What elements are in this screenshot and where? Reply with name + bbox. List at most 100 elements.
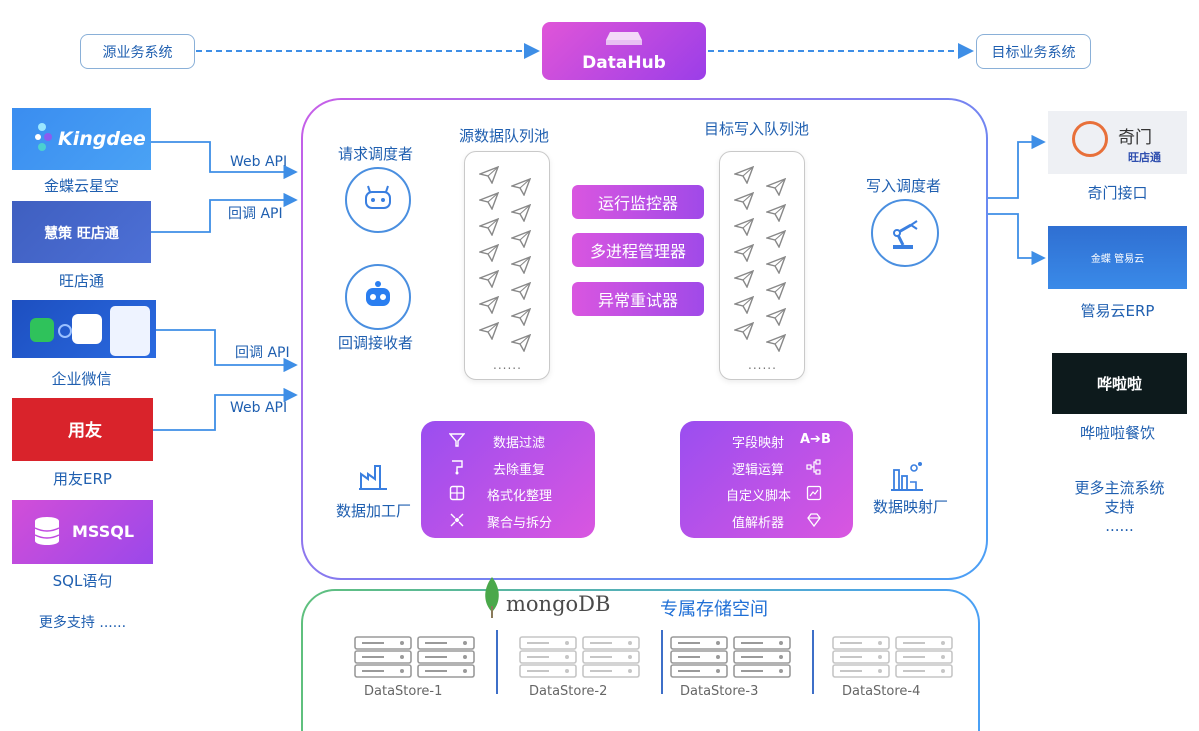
paper-plane-icon bbox=[764, 255, 787, 275]
datastore-label: DataStore-2 bbox=[529, 684, 608, 699]
datastore-label: DataStore-1 bbox=[364, 684, 443, 699]
wecom-label: 企业微信 bbox=[51, 370, 112, 388]
paper-plane-icon bbox=[732, 243, 755, 263]
sql-label: SQL语句 bbox=[52, 572, 113, 590]
store-divider bbox=[661, 630, 663, 694]
wangdiantong-label: 旺店通 bbox=[58, 272, 104, 290]
server-rack-icon bbox=[519, 636, 577, 680]
mongodb-brand: mongoDB bbox=[506, 592, 611, 616]
wangdiantong-logo-text: 慧策 旺店通 bbox=[44, 226, 119, 242]
hualala-logo-text: 哗啦啦 bbox=[1096, 375, 1142, 393]
paper-plane-icon bbox=[509, 177, 532, 197]
paper-plane-icon bbox=[477, 295, 500, 315]
write-scheduler-label: 写入调度者 bbox=[866, 177, 942, 195]
server-rack-icon bbox=[582, 636, 640, 680]
kingdee-logo-text: Kingdee bbox=[58, 128, 146, 150]
guanyiyun-logo-text: 金蝶 管易云 bbox=[1090, 254, 1145, 265]
paper-plane-icon bbox=[477, 217, 500, 237]
phone-mockup bbox=[110, 306, 150, 356]
wangdiantong-logo: 慧策 旺店通 bbox=[12, 201, 151, 263]
wechat-icon bbox=[30, 318, 54, 342]
robot-arm-icon bbox=[871, 199, 939, 267]
qimen-label: 奇门接口 bbox=[1087, 184, 1148, 202]
paper-plane-icon bbox=[732, 295, 755, 315]
paper-plane-icon bbox=[477, 165, 500, 185]
left-more-label: 更多支持 ...... bbox=[38, 615, 127, 631]
server-rack-icon bbox=[895, 636, 953, 680]
server-rack-icon bbox=[733, 636, 791, 680]
api-label-yonyou: Web API bbox=[230, 400, 288, 416]
paper-plane-icon bbox=[764, 333, 787, 353]
qimen-logo: 奇门 旺店通 bbox=[1048, 111, 1187, 174]
field-mapping-icon: A➔B bbox=[800, 432, 831, 447]
guanyiyun-logo: 金蝶 管易云 bbox=[1048, 226, 1187, 289]
source-queue: ...... bbox=[464, 151, 550, 380]
server-icon bbox=[606, 32, 642, 45]
kingdee-dots-icon bbox=[35, 123, 52, 151]
datastore-label: DataStore-4 bbox=[842, 684, 921, 699]
api-label-wecom: 回调 API bbox=[235, 345, 290, 361]
paper-plane-icon bbox=[732, 217, 755, 237]
robot-head-icon bbox=[345, 264, 411, 330]
paper-plane-icon bbox=[732, 269, 755, 289]
request-scheduler-label: 请求调度者 bbox=[338, 145, 414, 163]
run-monitor-button: 运行监控器 bbox=[572, 185, 704, 219]
mapping-op-script: 自定义脚本 bbox=[726, 489, 792, 504]
right-more-label: 更多主流系统 支持 ...... bbox=[1074, 479, 1165, 535]
wecom-icon bbox=[72, 314, 102, 344]
mapping-factory-label: 数据映射厂 bbox=[873, 498, 949, 516]
guanyiyun-label: 管易云ERP bbox=[1080, 302, 1155, 320]
processing-op-merge: 聚合与拆分 bbox=[487, 516, 553, 531]
server-rack-icon bbox=[832, 636, 890, 680]
qimen-sub-logo: 旺店通 bbox=[1128, 151, 1161, 164]
kingdee-logo: Kingdee bbox=[12, 108, 151, 170]
kingdee-label: 金蝶云星空 bbox=[43, 177, 119, 195]
factory-icon bbox=[359, 465, 387, 490]
yonyou-logo: 用友 bbox=[12, 398, 153, 461]
database-icon bbox=[34, 517, 60, 545]
mongodb-leaf-icon bbox=[485, 577, 499, 618]
logic-tree-icon bbox=[806, 459, 821, 475]
mssql-logo: MSSQL bbox=[12, 500, 153, 564]
target-queue-label: 目标写入队列池 bbox=[704, 120, 810, 138]
source-system-box: 源业务系统 bbox=[80, 34, 195, 69]
mapping-op-value-parser: 值解析器 bbox=[732, 516, 785, 531]
yonyou-label: 用友ERP bbox=[53, 470, 112, 488]
paper-plane-icon bbox=[477, 243, 500, 263]
link-icon bbox=[58, 324, 72, 338]
qimen-logo-text: 奇门 bbox=[1118, 128, 1152, 148]
filter-icon bbox=[449, 433, 465, 447]
paper-plane-icon bbox=[764, 229, 787, 249]
storage-title: 专属存储空间 bbox=[660, 599, 768, 620]
factory-sensor-icon bbox=[891, 462, 923, 491]
paper-plane-icon bbox=[509, 333, 532, 353]
processing-op-dedupe: 去除重复 bbox=[493, 463, 546, 478]
target-queue: ...... bbox=[719, 151, 805, 380]
server-rack-icon bbox=[417, 636, 475, 680]
paper-plane-icon bbox=[764, 281, 787, 301]
main-frame bbox=[301, 98, 988, 580]
robot-icon bbox=[345, 167, 411, 233]
diamond-icon bbox=[807, 513, 821, 528]
paper-plane-icon bbox=[764, 307, 787, 327]
server-rack-icon bbox=[354, 636, 412, 680]
paper-plane-icon bbox=[732, 165, 755, 185]
target-system-label: 目标业务系统 bbox=[991, 44, 1076, 61]
grid-icon bbox=[449, 485, 465, 501]
paper-plane-icon bbox=[477, 321, 500, 341]
dedupe-icon bbox=[452, 460, 463, 475]
store-divider bbox=[496, 630, 498, 694]
mssql-logo-text: MSSQL bbox=[72, 522, 135, 541]
yonyou-logo-text: 用友 bbox=[68, 421, 102, 441]
paper-plane-icon bbox=[764, 177, 787, 197]
target-queue-dots: ...... bbox=[748, 358, 777, 372]
wecom-logo bbox=[12, 300, 156, 358]
datahub-box: DataHub bbox=[542, 22, 706, 80]
script-icon bbox=[806, 485, 822, 501]
qimen-mark-icon bbox=[1072, 121, 1108, 157]
mapping-op-logic: 逻辑运算 bbox=[732, 463, 785, 478]
api-label-kingdee: Web API bbox=[230, 154, 288, 170]
store-divider bbox=[812, 630, 814, 694]
paper-plane-icon bbox=[509, 229, 532, 249]
hualala-label: 哗啦啦餐饮 bbox=[1079, 424, 1155, 442]
